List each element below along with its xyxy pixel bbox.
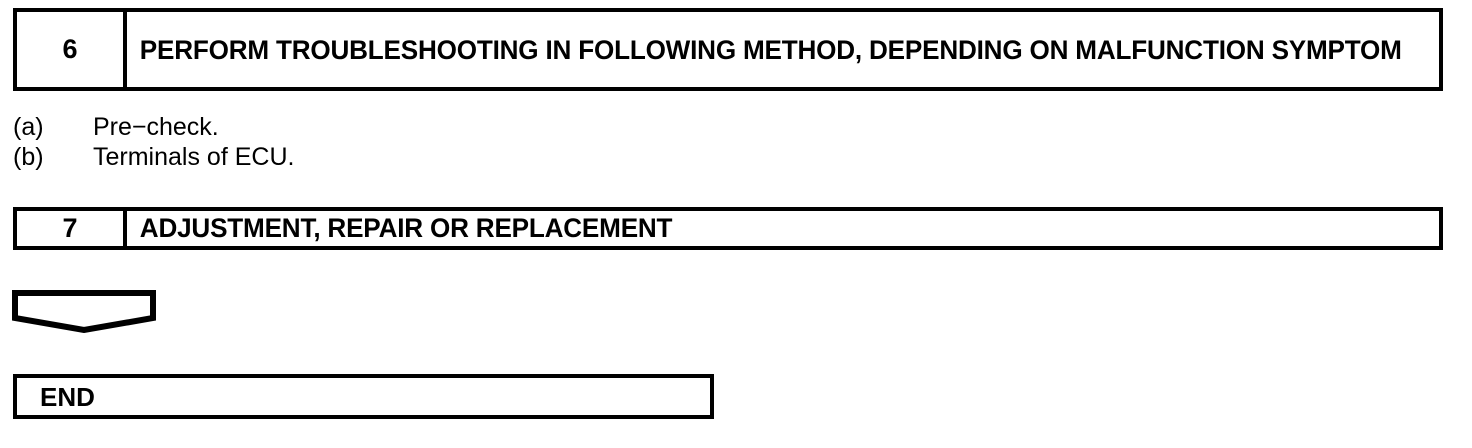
step-number-7: 7 <box>17 211 127 246</box>
note-marker: (a) <box>13 113 44 141</box>
end-terminator-box: END <box>13 374 714 419</box>
down-arrow-connector-icon <box>11 289 157 333</box>
note-item: (b) Terminals of ECU. <box>13 142 713 172</box>
note-marker: (b) <box>13 143 44 171</box>
note-text: Pre−check. <box>93 113 219 141</box>
note-item: (a) Pre−check. <box>13 112 713 142</box>
step-title-6: PERFORM TROUBLESHOOTING IN FOLLOWING MET… <box>139 34 1402 65</box>
step-title-7: ADJUSTMENT, REPAIR OR REPLACEMENT <box>139 213 673 243</box>
note-list: (a) Pre−check. (b) Terminals of ECU. <box>13 112 713 172</box>
step-box-6: 6 PERFORM TROUBLESHOOTING IN FOLLOWING M… <box>13 8 1443 91</box>
end-label: END <box>40 381 95 412</box>
note-text: Terminals of ECU. <box>93 143 295 171</box>
step-number-6: 6 <box>17 12 127 87</box>
step-box-7: 7 ADJUSTMENT, REPAIR OR REPLACEMENT <box>13 207 1443 250</box>
